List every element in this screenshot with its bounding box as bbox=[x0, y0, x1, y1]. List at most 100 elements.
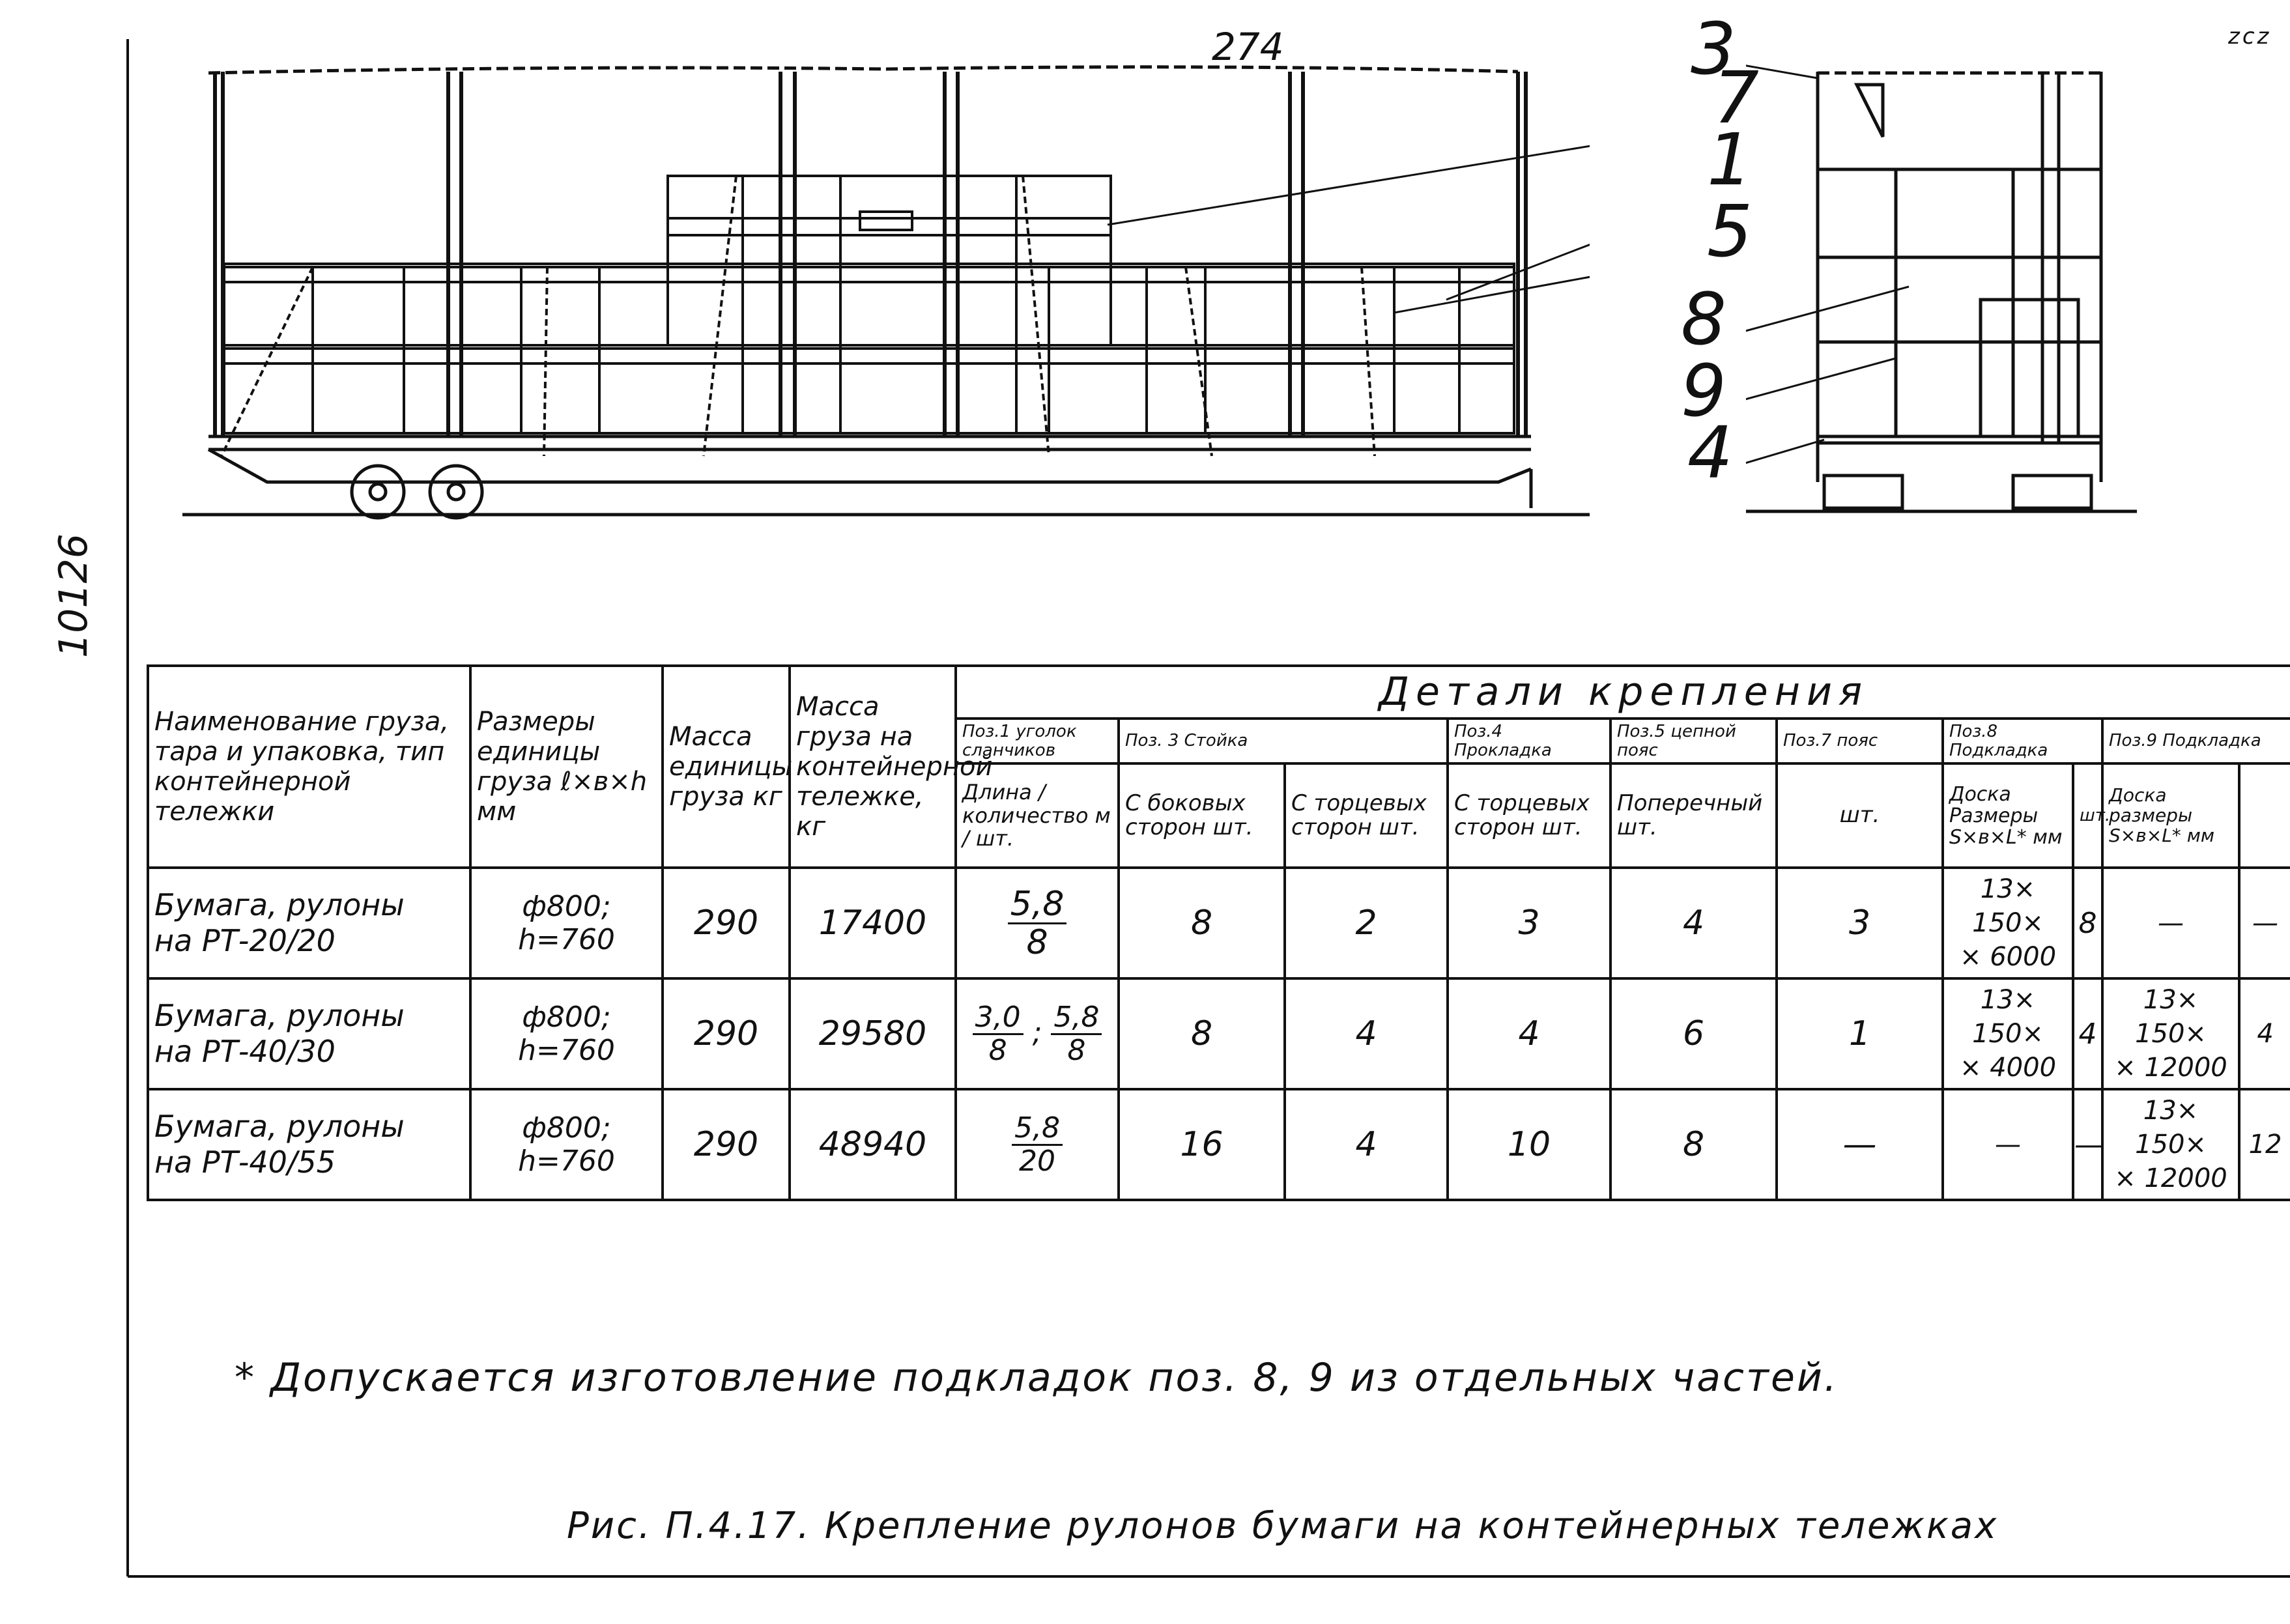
cargo-name-line1: Бумага, рулоны bbox=[154, 998, 405, 1033]
load-mass-cell: 17400 bbox=[788, 866, 957, 980]
trolley-wheels bbox=[350, 464, 484, 520]
subheader-pos8: Доска Размеры S×в×L* мм bbox=[1941, 762, 2074, 870]
figure-caption: Рис. П.4.17. Крепление рулонов бумаги на… bbox=[567, 1505, 1999, 1547]
pos5-cell: 6 bbox=[1609, 977, 1778, 1091]
pos8-size-line2: × 6000 bbox=[1959, 942, 2057, 973]
pos5-cell: 8 bbox=[1609, 1088, 1778, 1202]
cross-chains bbox=[220, 175, 1376, 457]
top-chain bbox=[208, 65, 1519, 75]
pos1-count-b: 8 bbox=[1067, 1033, 1086, 1067]
pos3-end-cell: 2 bbox=[1283, 866, 1449, 980]
footnote: * Допускается изготовление подкладок поз… bbox=[235, 1355, 1839, 1401]
callout-4: 4 bbox=[1687, 411, 1733, 494]
subheader-pos9-qty bbox=[2237, 762, 2290, 870]
pos4-cell: 3 bbox=[1446, 866, 1612, 980]
callout-8: 8 bbox=[1681, 278, 1726, 361]
pos7-cell: 1 bbox=[1775, 977, 1944, 1091]
pos3-side-cell: 16 bbox=[1117, 1088, 1286, 1202]
callout-3: 3 bbox=[1691, 7, 1736, 91]
pos7-cell: — bbox=[1775, 1088, 1944, 1202]
cargo-name-cell: Бумага, рулоны на РТ-40/55 bbox=[147, 1088, 472, 1202]
pos3-end-cell: 4 bbox=[1283, 977, 1449, 1091]
header-pos3: Поз. 3 Стойка bbox=[1117, 717, 1449, 765]
pos8-size-cell: 13× 150× × 6000 bbox=[1941, 866, 2074, 980]
header-load-mass: Масса груза на контейнерной тележке, кг bbox=[788, 664, 992, 870]
table-row: Бумага, рулоны на РТ-40/55 ф800; h=760 2… bbox=[147, 1088, 2290, 1202]
pos1-count: 8 bbox=[1026, 922, 1048, 962]
corner-mark: zcz bbox=[2228, 23, 2272, 50]
cargo-name-line2: на РТ-20/20 bbox=[154, 923, 336, 959]
pos9-qty-cell: 4 bbox=[2237, 977, 2290, 1091]
trolley-platform bbox=[182, 434, 1590, 517]
pos8-size-cell: — bbox=[1941, 1088, 2074, 1202]
header-pos8: Поз.8 Подкладка bbox=[1941, 717, 2104, 765]
subheader-pos9: Доска размеры S×в×L* мм bbox=[2101, 762, 2240, 870]
pos9-size-cell: — bbox=[2101, 866, 2240, 980]
cargo-name-line2: на РТ-40/55 bbox=[154, 1145, 336, 1180]
header-unit-mass: Масса единицы груза кг bbox=[661, 664, 792, 870]
header-cargo-name: Наименование груза, тара и упаковка, тип… bbox=[147, 664, 472, 870]
pos4-cell: 10 bbox=[1446, 1088, 1612, 1202]
unit-mass-cell: 290 bbox=[661, 866, 791, 980]
subheader-pos3-side: С боковых сторон шт. bbox=[1117, 762, 1286, 870]
cargo-name-line2: на РТ-40/30 bbox=[154, 1034, 336, 1070]
callout-9: 9 bbox=[1681, 349, 1726, 433]
pos8-size-line1: 13× 150× bbox=[1972, 874, 2044, 939]
pos1-separator: ; bbox=[1032, 1016, 1042, 1049]
load-mass-cell: 48940 bbox=[788, 1088, 957, 1202]
unit-size-cell: ф800; h=760 bbox=[469, 866, 664, 980]
cargo-name-cell: Бумага, рулоны на РТ-40/30 bbox=[147, 977, 472, 1091]
cargo-name-line1: Бумага, рулоны bbox=[154, 1109, 405, 1144]
side-view-drawing bbox=[182, 65, 1590, 520]
subheader-pos8-qty: шт. bbox=[2072, 762, 2110, 870]
pos5-cell: 4 bbox=[1609, 866, 1778, 980]
load-mass-cell: 29580 bbox=[788, 977, 957, 1091]
end-view-drawing bbox=[1746, 64, 2137, 513]
pos1-count: 20 bbox=[1018, 1144, 1055, 1178]
paper-rolls bbox=[223, 175, 1515, 434]
pos1-length: 5,8 bbox=[1012, 1113, 1063, 1146]
pos4-cell: 4 bbox=[1446, 977, 1612, 1091]
pos3-side-cell: 8 bbox=[1117, 977, 1286, 1091]
unit-size-cell: ф800; h=760 bbox=[469, 977, 664, 1091]
drawing-ref-number: 274 bbox=[1212, 25, 1284, 69]
pos9-qty-cell: 12 bbox=[2237, 1088, 2290, 1202]
pos9-size-cell: 13× 150× × 12000 bbox=[2101, 977, 2240, 1091]
header-fastening-details: Детали крепления bbox=[954, 664, 2290, 720]
subheader-pos7: шт. bbox=[1775, 762, 1944, 870]
subheader-pos3-end: С торцевых сторон шт. bbox=[1283, 762, 1449, 870]
header-pos1: Поз.1 уголок сланчиков bbox=[954, 717, 1120, 765]
unit-size-cell: ф800; h=760 bbox=[469, 1088, 664, 1202]
pos1-length: 5,8 bbox=[1007, 887, 1067, 924]
pos8-size-line1: 13× 150× bbox=[1972, 985, 2044, 1049]
pos9-size-line1: 13× 150× bbox=[2135, 1096, 2207, 1160]
pos9-size-line2: × 12000 bbox=[2114, 1163, 2227, 1194]
pos7-cell: 3 bbox=[1775, 866, 1944, 980]
pos9-size-cell: 13× 150× × 12000 bbox=[2101, 1088, 2240, 1202]
header-pos7: Поз.7 пояс bbox=[1775, 717, 1944, 765]
pos8-size-line1: — bbox=[1995, 1130, 2021, 1160]
pos9-size-line1: 13× 150× bbox=[2135, 985, 2207, 1049]
pos9-qty-cell: — bbox=[2237, 866, 2290, 980]
subheader-pos5: Поперечный шт. bbox=[1609, 762, 1778, 870]
unit-mass-cell: 290 bbox=[661, 977, 791, 1091]
unit-mass-cell: 290 bbox=[661, 1088, 791, 1202]
pos9-size-line2: × 12000 bbox=[2114, 1053, 2227, 1083]
subheader-pos4: С торцевых сторон шт. bbox=[1446, 762, 1612, 870]
pos8-size-cell: 13× 150× × 4000 bbox=[1941, 977, 2074, 1091]
pos3-side-cell: 8 bbox=[1117, 866, 1286, 980]
side-archive-number: 10126 bbox=[51, 534, 96, 658]
pos3-end-cell: 4 bbox=[1283, 1088, 1449, 1202]
header-pos4: Поз.4 Прокладка bbox=[1446, 717, 1612, 765]
fastening-table: Наименование груза, тара и упаковка, тип… bbox=[147, 664, 2290, 1202]
pos8-qty-cell: 4 bbox=[2072, 977, 2104, 1091]
